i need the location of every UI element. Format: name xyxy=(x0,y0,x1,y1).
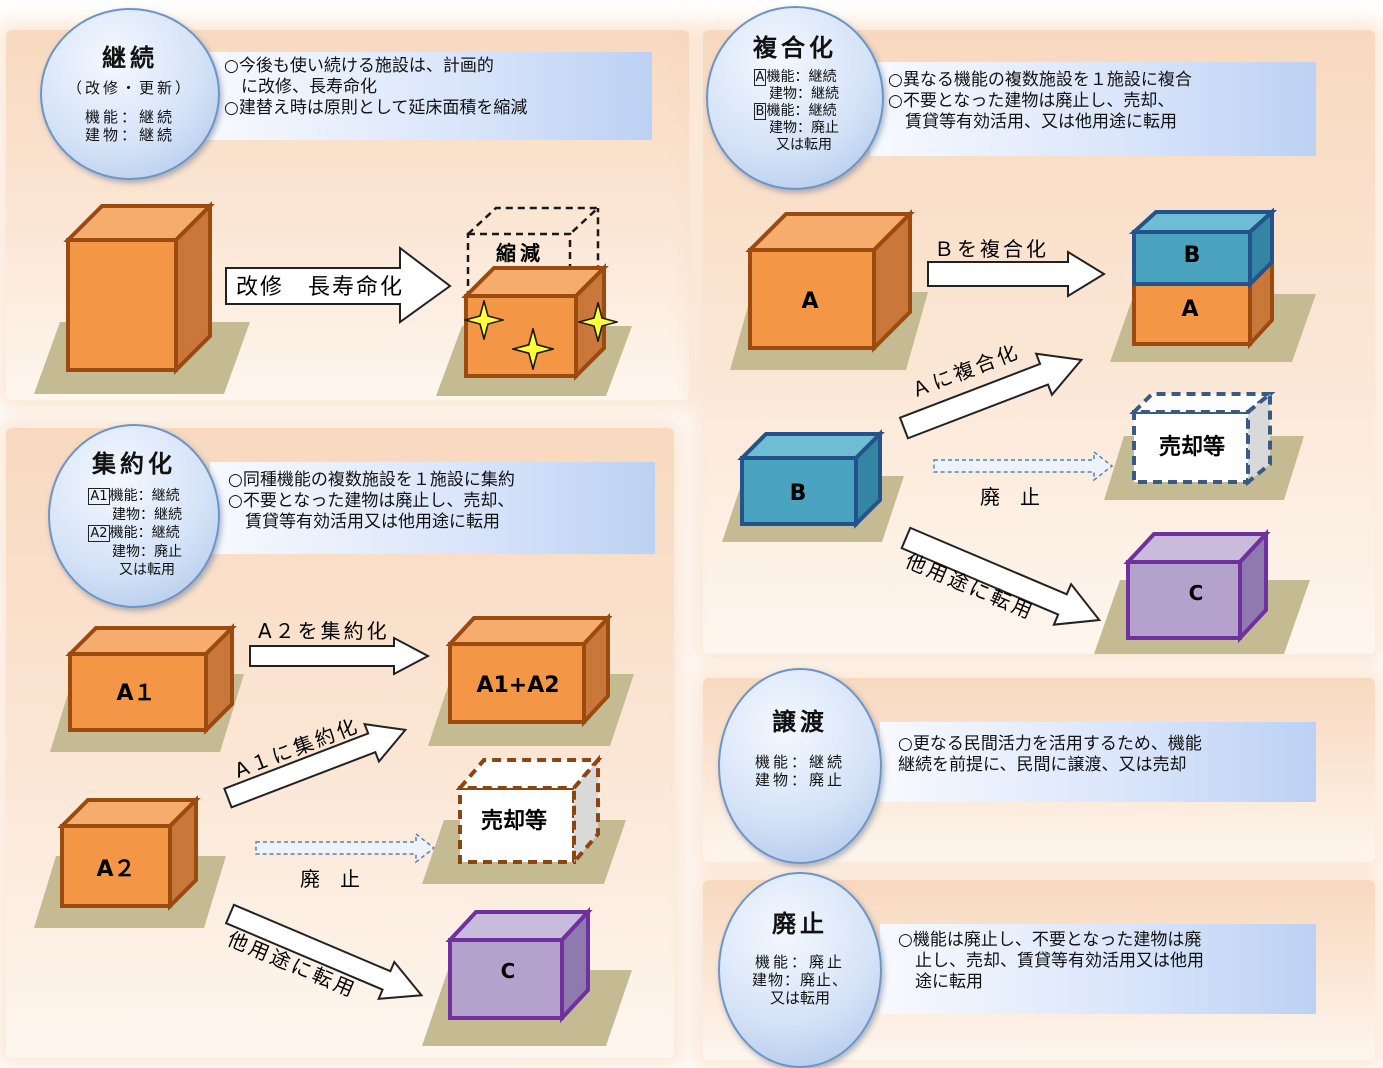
shuuyaku-arrow-dispose-label: 廃 止 xyxy=(300,867,360,891)
shuuyaku-sold-label: 売却等 xyxy=(481,808,547,834)
fukugou-title: 複合化 xyxy=(753,34,837,62)
fukugou-stack xyxy=(1128,207,1278,350)
keizoku-function-status: 機能：継続 xyxy=(84,108,175,126)
shuuyaku-box-a1-label: A１ xyxy=(116,681,155,706)
fukugou-arrow-dispose-label: 廃 止 xyxy=(980,485,1040,509)
fukugou-description: ○異なる機能の複数施設を１施設に複合 ○不要となった建物は廃止し、売却、 賃貸等… xyxy=(870,62,1316,156)
haishi-description: ○機能は廃止し、不要となった建物は廃 止し、売却、賃貸等有効活用又は他用 途に転… xyxy=(880,924,1316,1014)
shuuyaku-title: 集約化 xyxy=(92,450,176,478)
jouto-circle: 譲渡 機能：継続 建物：廃止 xyxy=(718,668,882,864)
keizoku-arrow-label: 改修 長寿命化 xyxy=(236,275,404,300)
shuuyaku-arrow-convert xyxy=(224,903,424,1000)
fukugou-b-building-alt: 又は転用 xyxy=(776,137,832,153)
shuuyaku-description: ○同種機能の複数施設を１施設に集約 ○不要となった建物は廃止し、売却、 賃貸等有… xyxy=(210,462,655,554)
fukugou-building-c xyxy=(1123,528,1271,644)
haishi-building-alt: 又は転用 xyxy=(769,989,830,1007)
jouto-title: 譲渡 xyxy=(772,708,828,736)
keizoku-circle: 継続 （改修・更新） 機能：継続 建物：継続 xyxy=(40,8,220,180)
fukugou-arrow-dispose xyxy=(933,450,1114,482)
shuuyaku-box-c-label: C xyxy=(501,959,516,983)
fukugou-sold-building xyxy=(1129,389,1276,487)
keizoku-subtitle: （改修・更新） xyxy=(66,79,193,97)
fukugou-building-a xyxy=(745,209,915,353)
fukugou-a-function: 機能：継続 xyxy=(766,69,837,85)
shuuyaku-arrow-a2-label: A２を集約化 xyxy=(258,619,390,643)
fukugou-a-building: 建物：継続 xyxy=(769,86,839,102)
fukugou-stack-bottom-label: A xyxy=(1181,297,1198,322)
fukugou-arrow-b-label: Ｂを複合化 xyxy=(934,237,1049,261)
fukugou-arrow-convert xyxy=(900,526,1102,626)
fukugou-tag-b: B xyxy=(753,103,767,120)
shuuyaku-arrow-a1 xyxy=(223,722,408,809)
shuuyaku-building-a1 xyxy=(65,623,237,735)
shuuyaku-box-a2-label: A２ xyxy=(96,857,135,882)
fukugou-tag-a: A xyxy=(753,69,767,86)
shuuyaku-sold-building xyxy=(455,754,603,868)
shuuyaku-a2-building: 建物：廃止 xyxy=(112,544,182,560)
keizoku-renewed-building xyxy=(461,263,609,381)
haishi-circle: 廃止 機能：廃止 建物：廃止、 又は転用 xyxy=(718,872,882,1068)
haishi-function-status: 機能：廃止 xyxy=(754,953,845,971)
shuuyaku-a2-function: 機能：継続 xyxy=(109,525,180,541)
haishi-title: 廃止 xyxy=(772,910,828,938)
keizoku-building-status: 建物：継続 xyxy=(84,126,175,144)
fukugou-box-c-label: C xyxy=(1189,581,1204,605)
shuuyaku-arrow-dispose xyxy=(255,832,436,864)
fukugou-box-a-label: A xyxy=(801,289,818,314)
shuuyaku-a2-building-alt: 又は転用 xyxy=(119,562,175,578)
fukugou-arrow-b xyxy=(927,250,1106,298)
fukugou-building-b xyxy=(737,429,885,529)
fukugou-b-function: 機能：継続 xyxy=(766,103,837,119)
fukugou-arrow-a xyxy=(898,352,1084,440)
keizoku-description: ○今後も使い続ける施設は、計画的 に改修、長寿命化 ○建替え時は原則として延床面… xyxy=(206,52,652,140)
shuuyaku-tag-a2: A2 xyxy=(88,525,110,542)
fukugou-box-b-label: B xyxy=(790,481,807,506)
keizoku-arrow xyxy=(225,245,452,324)
jouto-building-status: 建物：廃止 xyxy=(754,771,845,789)
shuuyaku-building-a2 xyxy=(57,795,201,911)
shuuyaku-merged-building xyxy=(445,612,613,728)
keizoku-title: 継続 xyxy=(102,44,158,72)
fukugou-stack-top-label: B xyxy=(1184,243,1201,268)
shuuyaku-a1-building: 建物：継続 xyxy=(112,507,182,523)
jouto-function-status: 機能：継続 xyxy=(754,753,845,771)
shuuyaku-tag-a1: A1 xyxy=(88,488,110,505)
shuuyaku-arrow-a2 xyxy=(249,636,431,676)
keizoku-building xyxy=(63,201,215,375)
shuuyaku-building-c xyxy=(445,906,593,1024)
shuuyaku-merged-label: A1+A2 xyxy=(476,673,559,698)
keizoku-shrink-label: 縮減 xyxy=(496,241,544,265)
fukugou-b-building: 建物：廃止 xyxy=(769,120,839,136)
fukugou-sold-label: 売却等 xyxy=(1159,434,1225,460)
shuuyaku-a1-function: 機能：継続 xyxy=(109,488,180,504)
jouto-description: ○更なる民間活力を活用するため、機能 継続を前提に、民間に譲渡、又は売却 xyxy=(880,722,1316,802)
haishi-building-status: 建物：廃止、 xyxy=(751,971,848,989)
